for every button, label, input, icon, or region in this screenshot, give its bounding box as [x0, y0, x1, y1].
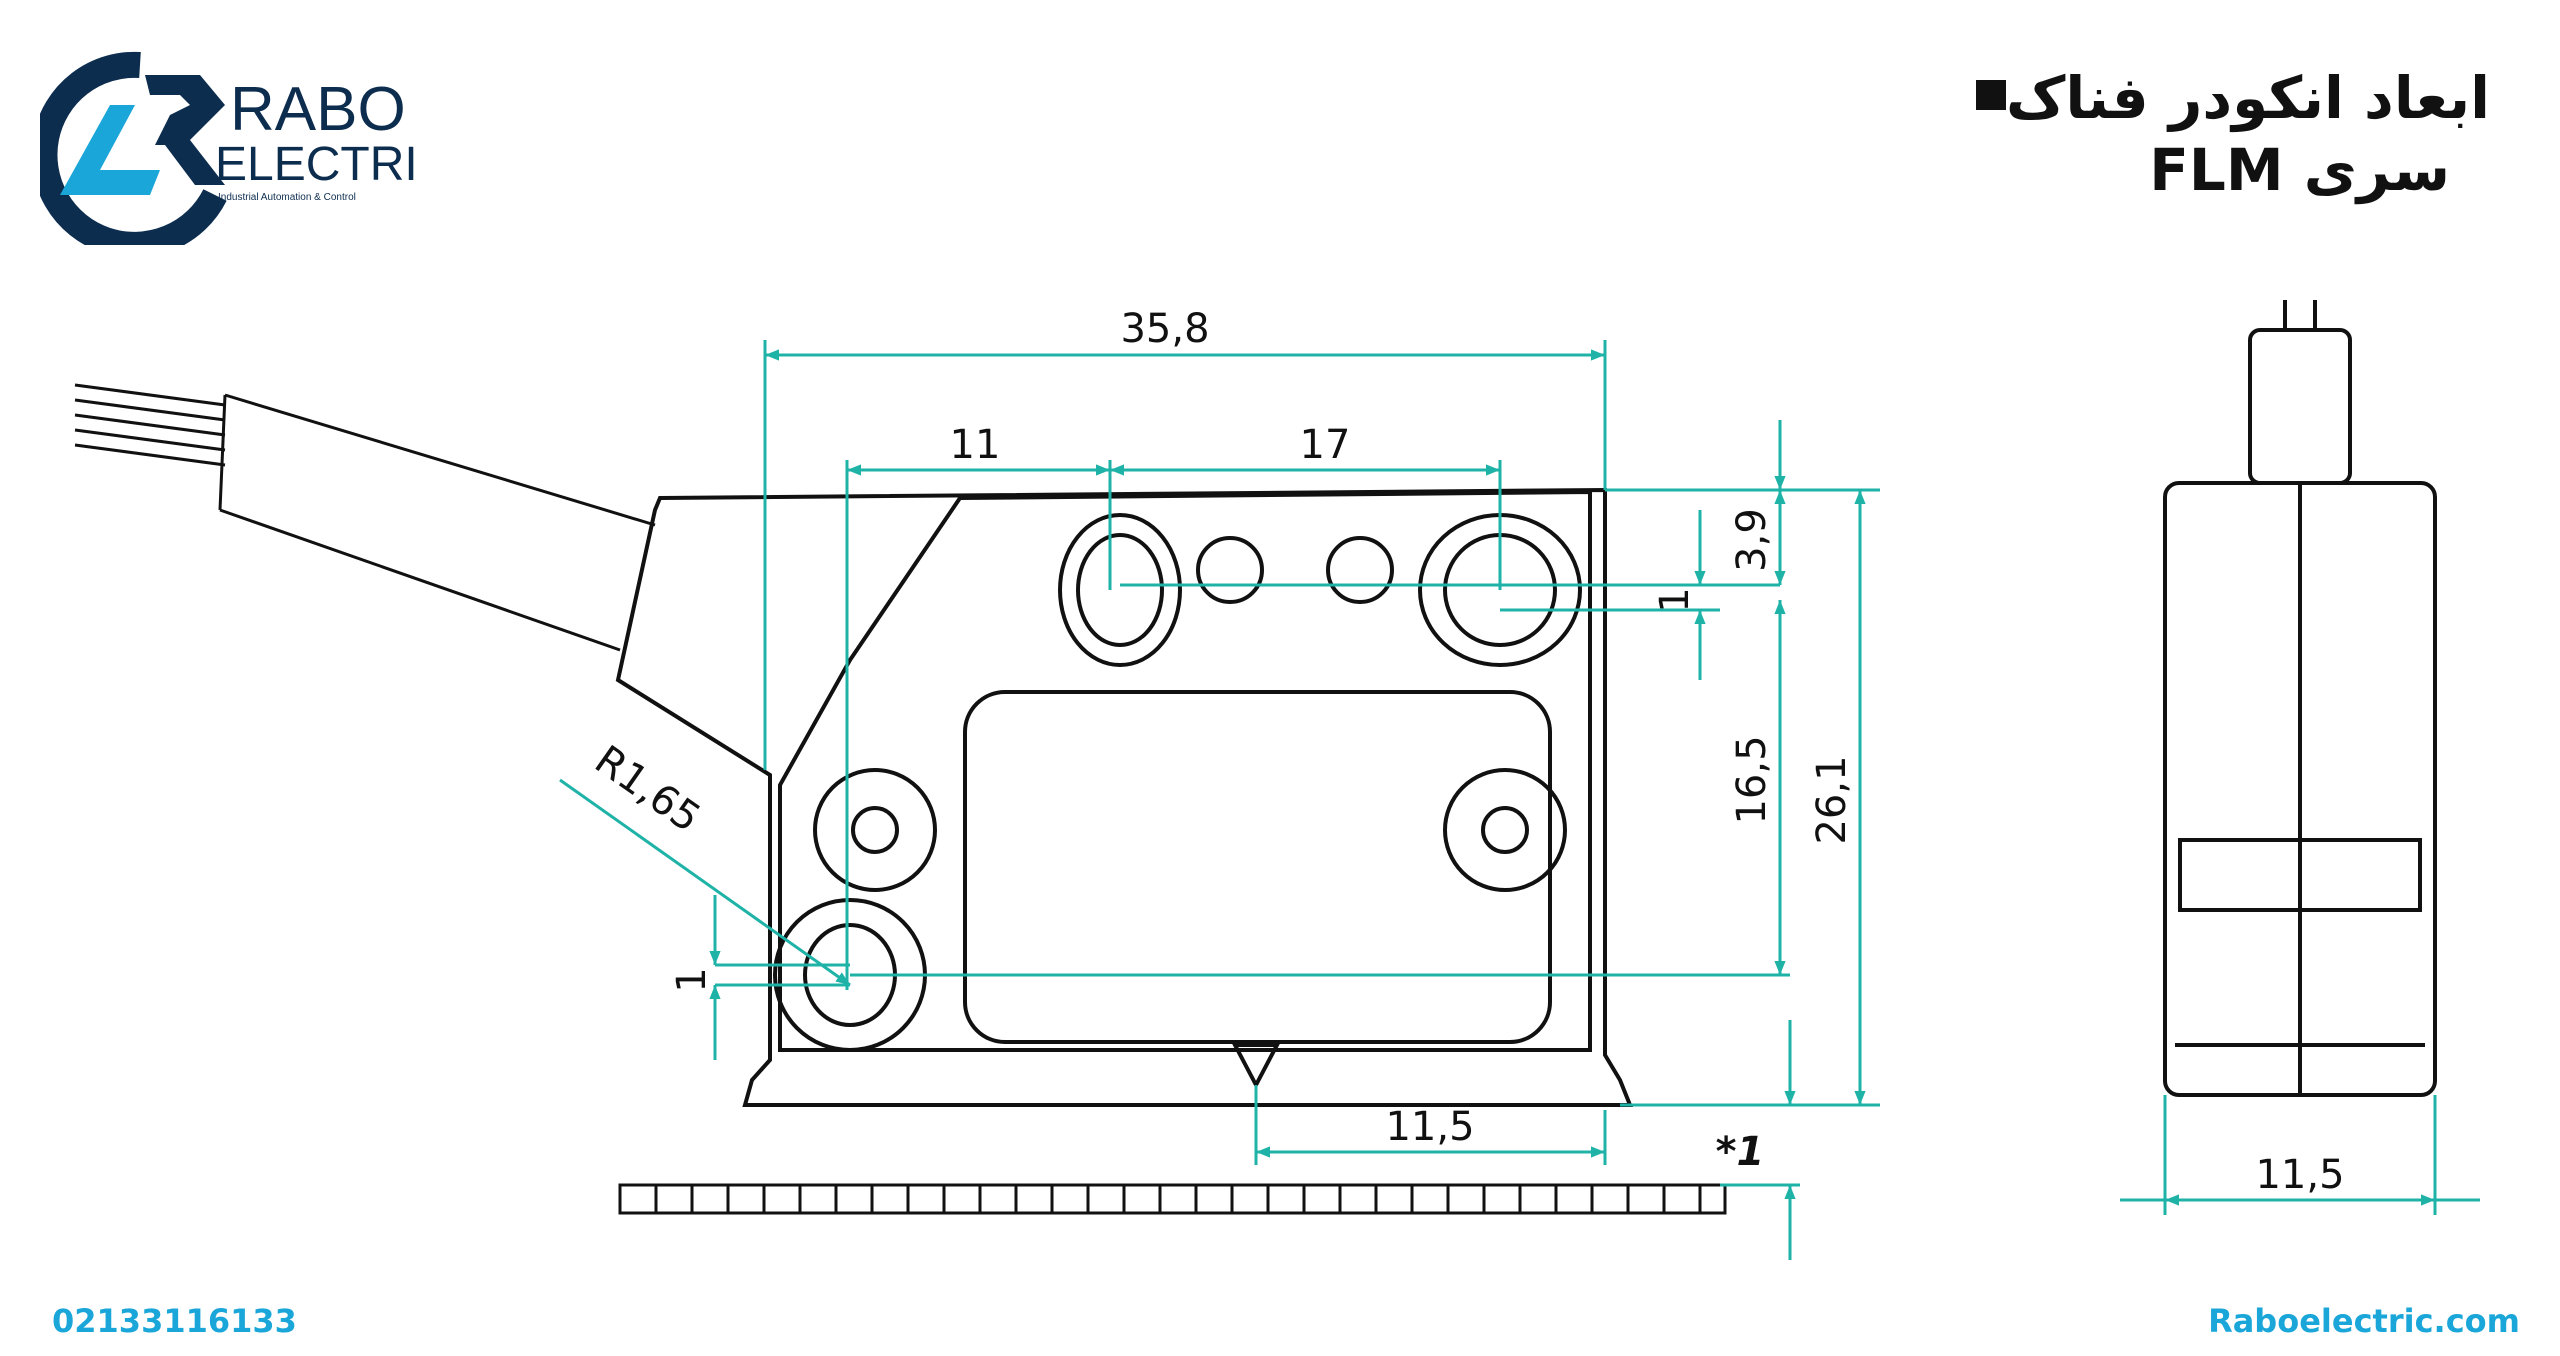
- dim-overall-width: 35,8: [1120, 306, 1209, 352]
- dim-bottom-offset: 11,5: [1385, 1104, 1474, 1150]
- page-title: ابعاد انکودر فناک سری FLM: [1952, 62, 2490, 206]
- logo-name2: ELECTRIC: [215, 138, 420, 191]
- dim-overall-height: 26,1: [1809, 755, 1855, 844]
- title-line1: ابعاد انکودر فناک: [2005, 64, 2490, 132]
- phone-number[interactable]: 02133116133: [52, 1302, 297, 1340]
- bullet-icon: [1975, 80, 2006, 110]
- logo-tagline: Industrial Automation & Control: [218, 192, 356, 203]
- dim-note: *1: [1716, 1129, 1765, 1175]
- website-link[interactable]: Raboelectric.com: [2208, 1302, 2520, 1340]
- dim-side-width: 11,5: [2255, 1152, 2344, 1198]
- encoder-body-side: [2163, 300, 2437, 1097]
- dim-left-offset: 1: [669, 967, 715, 992]
- logo-name: RABO: [230, 75, 406, 144]
- dim-radius: R1,65: [586, 737, 708, 842]
- scale-tape: [618, 1183, 1727, 1215]
- dim-hole-spacing: 17: [1300, 422, 1351, 468]
- title-line2: سری FLM: [2149, 136, 2450, 204]
- cable: [74, 383, 656, 652]
- logo-mark-icon: [40, 51, 227, 245]
- rabo-electric-logo: RABO ELECTRIC Industrial Automation & Co…: [40, 51, 420, 245]
- encoder-body-front: [615, 487, 1633, 1107]
- dim-vertical-spacing: 16,5: [1729, 735, 1775, 824]
- dim-hole-offset: 11: [950, 422, 1001, 468]
- scale-tape-outline: [618, 1183, 1727, 1215]
- dim-hole-small-offset: 1: [1652, 587, 1698, 612]
- dim-top-offset: 3,9: [1729, 508, 1775, 572]
